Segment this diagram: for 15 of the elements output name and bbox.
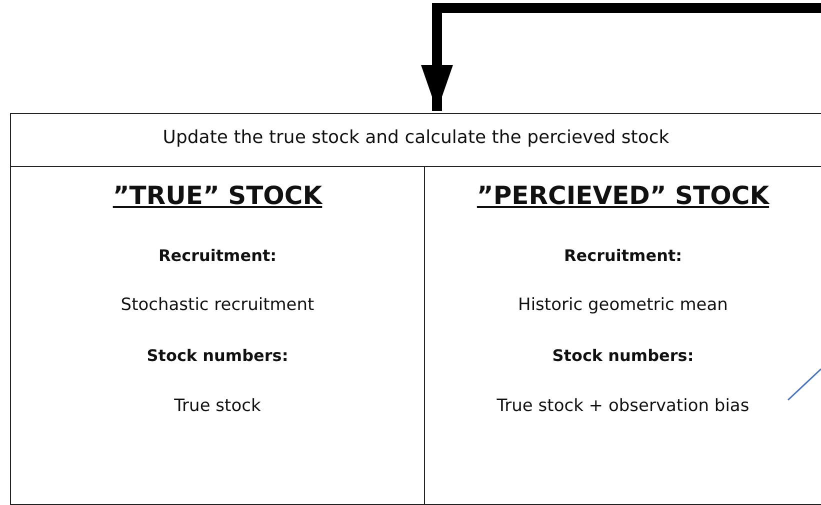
arrow — [421, 3, 821, 111]
field-value: True stock — [174, 396, 261, 416]
field-label: Recruitment: — [564, 246, 682, 265]
header-text: Update the true stock and calculate the percieved stock — [162, 127, 670, 148]
panel-heading: ”TRUE” STOCK — [112, 181, 322, 210]
table-panel — [10, 166, 425, 505]
field-value: Stochastic recruitment — [120, 295, 314, 315]
leader-line — [787, 368, 821, 401]
header-cell — [10, 113, 821, 167]
field-label: Recruitment: — [158, 246, 277, 265]
field-label: Stock numbers: — [146, 346, 288, 365]
field-value: True stock + observation bias — [496, 396, 750, 416]
field-value: Historic geometric mean — [518, 295, 728, 315]
field-label: Stock numbers: — [552, 346, 694, 365]
panel-heading: ”PERCIEVED” STOCK — [476, 181, 770, 210]
